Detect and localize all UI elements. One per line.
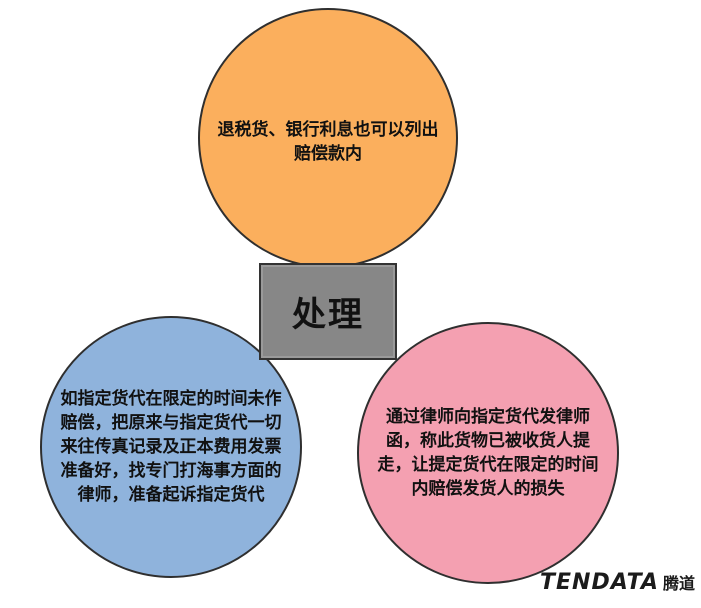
circle-right: 通过律师向指定货代发律师函，称此货物已被收货人提走，让提定货代在限定的时间内赔偿… [357, 322, 619, 584]
circle-left: 如指定货代在限定的时间未作赔偿，把原来与指定货代一切来往传真记录及正本费用发票准… [40, 316, 302, 578]
circle-top: 退税货、银行利息也可以列出赔偿款内 [198, 8, 458, 268]
logo-wordmark: TENDATA [540, 569, 659, 595]
logo-cn: 腾道 [662, 574, 695, 593]
circle-top-text: 退税货、银行利息也可以列出赔偿款内 [217, 120, 439, 164]
circle-left-text: 如指定货代在限定的时间未作赔偿，把原来与指定货代一切来往传真记录及正本费用发票准… [60, 389, 282, 505]
circle-right-text: 通过律师向指定货代发律师函，称此货物已被收货人提走，让提定货代在限定的时间内赔偿… [377, 407, 599, 499]
tendata-logo: TENDATA 腾道 [540, 565, 698, 599]
center-label: 处理 [292, 295, 364, 335]
center-box: 处理 [259, 263, 397, 360]
